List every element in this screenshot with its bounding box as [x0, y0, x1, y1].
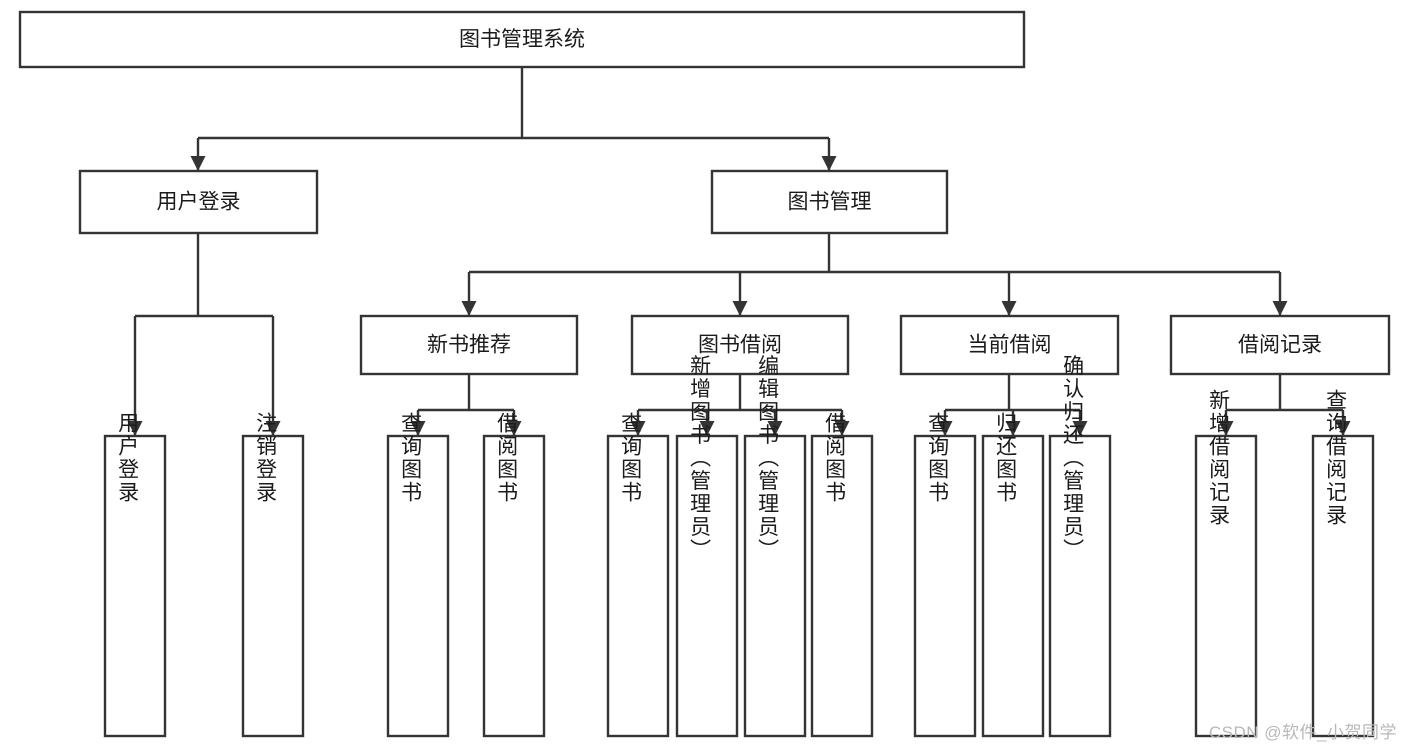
connector-book-management-to-level3 [469, 233, 1280, 274]
arrow-head-icon [1335, 421, 1351, 436]
arrow-head-icon [1218, 421, 1234, 436]
node-label: 查询图书 [926, 412, 950, 504]
arrow-head-icon [1272, 301, 1288, 316]
node-box[interactable] [630, 314, 850, 376]
node-box[interactable] [810, 434, 874, 738]
node-label: 用户登录 [116, 412, 140, 504]
connector-layer [127, 67, 1351, 436]
node-label: 新书推荐 [427, 334, 511, 357]
arrow-head-icon [630, 421, 646, 436]
node-leaf-confirm-return-admin[interactable]: 确认归还（管理员） [1048, 355, 1112, 738]
arrow-head-icon [834, 421, 850, 436]
connector-borrow-record-to-leaves [1226, 374, 1343, 412]
node-box[interactable] [913, 434, 977, 738]
node-label: 借阅记录 [1238, 334, 1322, 357]
connector-root-to-level2 [198, 67, 829, 140]
arrow-head-icon [190, 156, 206, 171]
node-box[interactable] [710, 169, 949, 235]
arrow-head-icon [127, 421, 143, 436]
node-new-book-recommend[interactable]: 新书推荐 [359, 314, 579, 376]
node-book-borrow[interactable]: 图书借阅 [630, 314, 850, 376]
node-label: 新增图书（管理员） [688, 355, 712, 562]
node-book-management[interactable]: 图书管理 [710, 169, 949, 235]
node-box[interactable] [482, 434, 546, 738]
node-label: 借阅图书 [495, 412, 519, 504]
node-root[interactable]: 图书管理系统 [18, 10, 1026, 69]
node-user-login[interactable]: 用户登录 [78, 169, 319, 235]
node-leaf-add-borrow-record[interactable]: 新增借阅记录 [1194, 389, 1258, 738]
node-box[interactable] [606, 434, 670, 738]
arrow-head-icon [461, 301, 477, 316]
node-box[interactable] [103, 434, 167, 738]
node-box[interactable] [386, 434, 450, 738]
node-leaf-query-book-recommend[interactable]: 查询图书 [386, 412, 450, 738]
node-box[interactable] [1048, 434, 1112, 738]
connector-new-book-recommend-to-leaves [418, 374, 514, 412]
connector-user-login-to-leaves [135, 233, 273, 318]
node-box[interactable] [18, 10, 1026, 69]
node-box[interactable] [1169, 314, 1391, 376]
node-label: 确认归还（管理员） [1061, 355, 1085, 562]
node-leaf-borrow-book[interactable]: 借阅图书 [810, 412, 874, 738]
node-box[interactable] [359, 314, 579, 376]
node-label: 查询图书 [619, 412, 643, 504]
node-label: 图书管理系统 [459, 28, 585, 51]
node-box[interactable] [675, 434, 739, 738]
node-borrow-record[interactable]: 借阅记录 [1169, 314, 1391, 376]
arrow-head-icon [732, 301, 748, 316]
node-box[interactable] [241, 434, 305, 738]
node-leaf-add-book-admin[interactable]: 新增图书（管理员） [675, 355, 739, 738]
arrow-head-icon [821, 156, 837, 171]
node-label: 图书管理 [788, 191, 872, 214]
arrow-head-icon [265, 421, 281, 436]
node-label: 图书借阅 [698, 334, 782, 357]
node-leaf-query-book-current[interactable]: 查询图书 [913, 412, 977, 738]
node-label: 借阅图书 [823, 412, 847, 504]
node-label: 当前借阅 [968, 334, 1052, 357]
node-leaf-query-borrow-record[interactable]: 查询借阅记录 [1311, 389, 1375, 738]
node-leaf-query-book-borrow[interactable]: 查询图书 [606, 412, 670, 738]
node-label: 用户登录 [157, 191, 241, 214]
node-box[interactable] [1311, 434, 1375, 738]
node-label: 查询借阅记录 [1324, 389, 1348, 527]
node-box[interactable] [981, 434, 1045, 738]
node-leaf-user-login[interactable]: 用户登录 [103, 412, 167, 738]
node-label: 新增借阅记录 [1207, 389, 1231, 527]
arrow-head-icon [1001, 301, 1017, 316]
arrow-head-icon [410, 421, 426, 436]
node-leaf-user-logout[interactable]: 注销登录 [241, 412, 305, 738]
node-leaf-return-book[interactable]: 归还图书 [981, 412, 1045, 738]
node-label: 编辑图书（管理员） [756, 355, 780, 562]
node-leaf-edit-book-admin[interactable]: 编辑图书（管理员） [743, 355, 807, 738]
node-box[interactable] [899, 314, 1120, 376]
node-box[interactable] [1194, 434, 1258, 738]
node-leaf-borrow-book-recommend[interactable]: 借阅图书 [482, 412, 546, 738]
node-box[interactable] [743, 434, 807, 738]
node-box[interactable] [78, 169, 319, 235]
node-label: 注销登录 [254, 412, 278, 504]
arrow-head-icon [699, 421, 715, 436]
node-label: 归还图书 [994, 412, 1018, 504]
arrow-head-icon [506, 421, 522, 436]
node-current-borrow[interactable]: 当前借阅 [899, 314, 1120, 376]
arrow-head-icon [1005, 421, 1021, 436]
connector-book-borrow-to-leaves [638, 374, 842, 412]
arrow-head-icon [1072, 421, 1088, 436]
node-layer: 图书管理系统用户登录图书管理新书推荐图书借阅当前借阅借阅记录用户登录注销登录查询… [18, 10, 1391, 738]
arrow-head-icon [937, 421, 953, 436]
node-label: 查询图书 [399, 412, 423, 504]
arrow-head-icon [767, 421, 783, 436]
